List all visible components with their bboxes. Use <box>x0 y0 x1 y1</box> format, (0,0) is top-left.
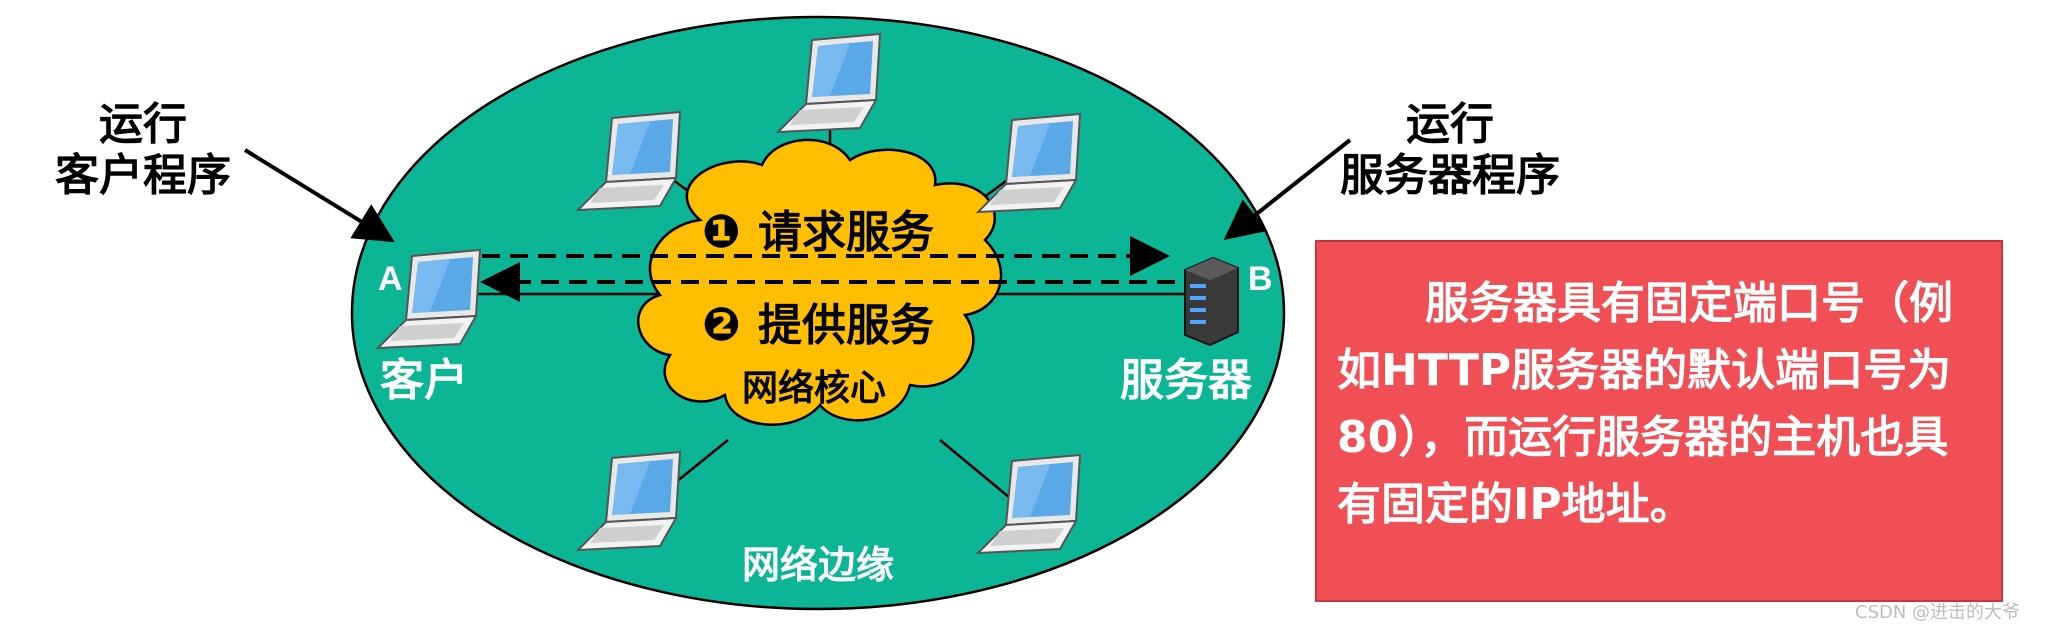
network-core-cloud <box>637 138 1003 426</box>
client-annotation-line1: 运行 <box>99 99 187 150</box>
server-icon <box>1184 256 1239 347</box>
network-core-label: 网络核心 <box>742 367 886 409</box>
server-program-annotation: 运行 服务器程序 <box>1320 99 1580 201</box>
client-label: 客户 <box>380 355 468 406</box>
request-number: ❶ <box>702 204 741 258</box>
response-number: ❷ <box>702 297 741 351</box>
client-program-annotation: 运行 客户程序 <box>28 99 258 201</box>
server-letter: B <box>1248 260 1273 298</box>
client-annotation-line2: 客户程序 <box>55 149 231 201</box>
server-annotation-line1: 运行 <box>1406 99 1494 150</box>
client-pointer-arrow <box>243 148 395 243</box>
watermark: CSDN @进击的大爷 <box>1855 602 2021 623</box>
server-annotation-line2: 服务器程序 <box>1340 149 1560 201</box>
response-label: 提供服务 <box>758 300 934 351</box>
server-port-info-box: 服务器具有固定端口号（例如HTTP服务器的默认端口号为80），而运行服务器的主机… <box>1315 240 2003 602</box>
network-edge-label: 网络边缘 <box>742 543 894 587</box>
client-letter: A <box>378 260 403 298</box>
request-label: 请求服务 <box>758 207 934 258</box>
server-label: 服务器 <box>1120 355 1253 406</box>
server-pointer-arrow <box>1223 138 1352 240</box>
